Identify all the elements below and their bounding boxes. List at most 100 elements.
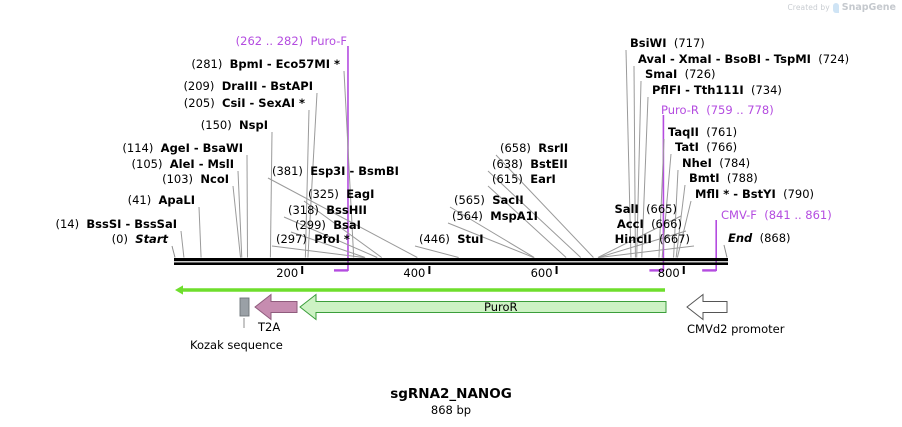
label-name: BssHII [326, 203, 367, 217]
label-sacii: (565) SacII [454, 194, 524, 206]
label-position: (318) [288, 203, 319, 217]
label-name: MspA1I [490, 209, 538, 223]
label-position: (868) [759, 231, 791, 245]
label-position: (103) [162, 172, 194, 186]
leader-hincii [599, 245, 695, 258]
label-position: (150) [200, 118, 232, 132]
label-position: (209) [183, 79, 215, 93]
label-name: CsiI - SexAI * [222, 96, 305, 110]
cmvd2-promoter-arrow [686, 293, 728, 321]
label-puro-r: Puro-R (759 .. 778) [661, 104, 774, 116]
leader-avai [633, 65, 636, 258]
leader-bpmi [343, 70, 355, 258]
label-name: SalI [614, 202, 639, 216]
leader-eari [487, 185, 567, 258]
label-position: (784) [719, 156, 751, 170]
label-position: (615) [492, 172, 523, 186]
label-position: (638) [492, 157, 523, 171]
label-name: NcoI [200, 172, 229, 186]
label-name: HincII [614, 232, 652, 246]
label-position: (766) [706, 140, 738, 154]
label-cmv-f: CMV-F (841 .. 861) [721, 209, 832, 221]
label-nspi: (150) NspI [201, 119, 268, 131]
label-name: AgeI - BsaWI [160, 141, 243, 155]
label-start: (0) Start [112, 233, 168, 245]
label-name: BpmI - Eco57MI * [229, 57, 340, 71]
label-position: (658) [500, 141, 531, 155]
label-position: (667) [659, 232, 690, 246]
label-esp3i: (381) Esp3I - BsmBI [272, 165, 399, 177]
backbone-bottom-strand [174, 262, 728, 265]
label-name: Puro-F [310, 34, 347, 48]
ruler-label-400: 400 [403, 266, 426, 280]
label-name: NheI [682, 156, 712, 170]
label-position: (299) [295, 218, 326, 232]
label-name: AleI - MslI [169, 157, 234, 171]
leader-bmti [675, 184, 686, 258]
backbone-top-strand [174, 258, 728, 262]
label-tati: TatI (766) [675, 141, 737, 153]
label-name: TaqII [668, 125, 699, 139]
label-bsai: (299) BsaI [295, 219, 361, 231]
label-position: (788) [726, 171, 758, 185]
label-name: BssSI - BssSaI [86, 217, 177, 231]
label-pflfi: PflFI - Tth111I (734) [652, 84, 782, 96]
leader-draiii [307, 92, 318, 258]
kozak-label: Kozak sequence [190, 338, 283, 352]
leader-bsai [290, 231, 366, 258]
label-bsteii: (638) BstEII [492, 158, 568, 170]
leader-nspi [269, 131, 273, 258]
snapgene-logo-icon [832, 2, 839, 13]
label-position: (205) [183, 96, 215, 110]
label-agei: (114) AgeI - BsaWI [122, 142, 243, 154]
label-position: (761) [706, 125, 738, 139]
label-position: (14) [55, 217, 80, 231]
sequence-length-label: 868 bp [430, 403, 472, 417]
label-position: (790) [783, 187, 815, 201]
label-pfoi: (297) PfoI * [276, 233, 350, 245]
label-position: (726) [684, 67, 716, 81]
label-puro-f: (262 .. 282) Puro-F [236, 35, 347, 47]
leader-mspa1i [447, 222, 534, 258]
label-name: BsiWI [630, 36, 667, 50]
label-position: (759 .. 778) [706, 103, 774, 117]
snapgene-watermark: Created by SnapGene [787, 2, 896, 13]
label-position: (565) [454, 193, 485, 207]
t2a-arrow [254, 293, 298, 321]
leader-esp3i [267, 177, 418, 258]
label-name: PflFI - Tth111I [652, 83, 744, 97]
label-position: (666) [651, 217, 682, 231]
label-position: (665) [646, 202, 677, 216]
label-position: (0) [111, 232, 128, 246]
ruler-tick [682, 266, 685, 274]
puror-arrow [299, 293, 667, 321]
leader-apali [198, 206, 202, 258]
label-position: (841 .. 861) [764, 208, 832, 222]
page-title: sgRNA2_NANOG [390, 386, 512, 402]
leader-bsiwi [625, 49, 632, 258]
label-name: Esp3I - BsmBI [310, 164, 399, 178]
label-mflii: MflI * - BstYI (790) [695, 188, 814, 200]
label-name: NspI [239, 118, 268, 132]
ruler-label-800: 800 [657, 266, 680, 280]
watermark-brand: SnapGene [841, 2, 896, 13]
ruler-tick [428, 266, 431, 274]
sequence-backbone [174, 258, 728, 265]
label-sali: SalI (665) [614, 203, 677, 215]
watermark-created-by: Created by [787, 3, 830, 12]
label-rsrii: (658) RsrII [500, 142, 568, 154]
label-bsssi: (14) BssSI - BssSaI [56, 218, 178, 230]
leader-ncoi [232, 185, 241, 258]
label-name: BmtI [689, 171, 720, 185]
leader-end [723, 244, 728, 258]
ruler-label-200: 200 [276, 266, 299, 280]
leader-smai [636, 80, 642, 258]
label-name: CMV-F [721, 208, 757, 222]
label-position: (297) [276, 232, 307, 246]
label-name: DraIII - BstAPI [221, 79, 313, 93]
leader-csii [304, 109, 310, 258]
label-nhei: NheI (784) [682, 157, 750, 169]
label-bsiwi: BsiWI (717) [630, 37, 705, 49]
